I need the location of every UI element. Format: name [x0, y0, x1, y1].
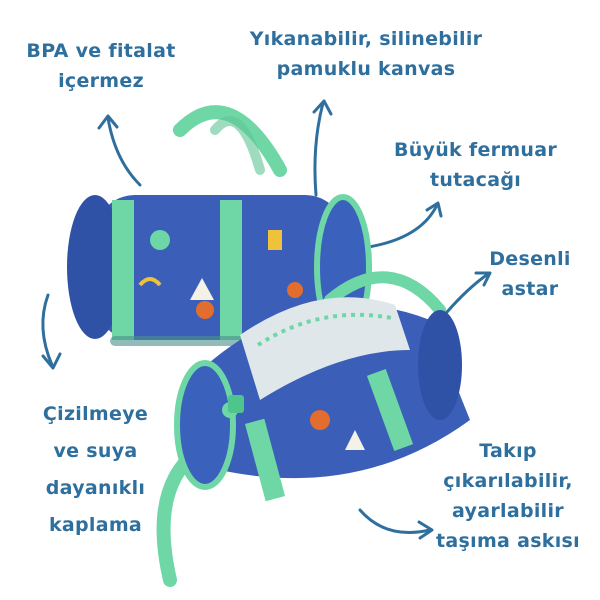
- callout-washable-line-1: Yıkanabilir, silinebilir: [249, 28, 483, 50]
- callout-coating-line-3: dayanıklı: [45, 477, 146, 499]
- callout-strap-line-4: taşıma askısı: [436, 530, 580, 552]
- callout-coating-line-1: Çizilmeye: [42, 403, 149, 425]
- callout-bpa-line-1: BPA ve fitalat: [26, 40, 176, 62]
- callout-coating: Çizilmeye ve suya dayanıklı kaplama: [8, 396, 183, 544]
- callout-washable-line-2: pamuklu kanvas: [276, 58, 456, 80]
- arrow-coating: [41, 293, 54, 367]
- arrow-coating-head: [41, 352, 62, 370]
- callout-coating-line-2: ve suya: [53, 440, 138, 462]
- arrow-zipper-head: [425, 201, 443, 218]
- arrow-bpa-head: [97, 114, 119, 130]
- callout-lining: Desenli astar: [480, 244, 580, 304]
- callout-lining-line-2: astar: [501, 278, 559, 300]
- arrow-strap: [358, 508, 432, 534]
- callout-bpa-line-2: içermez: [58, 70, 144, 92]
- callout-bpa: BPA ve fitalat içermez: [6, 36, 196, 96]
- callout-arrows: [41, 99, 492, 540]
- callout-zipper-line-1: Büyük fermuar: [393, 139, 558, 161]
- callout-zipper: Büyük fermuar tutacağı: [388, 135, 563, 195]
- arrow-lining-head: [474, 271, 492, 287]
- callout-lining-line-1: Desenli: [489, 248, 571, 270]
- arrow-bpa: [106, 116, 142, 187]
- duffel-bag-front: [156, 271, 470, 587]
- callout-strap-line-1: Takıp: [479, 440, 537, 462]
- callout-strap-line-2: çıkarılabilir,: [443, 470, 573, 492]
- callout-zipper-line-2: tutacağı: [429, 169, 522, 191]
- callout-strap: Takıp çıkarılabilir, ayarlabilir taşıma …: [428, 436, 588, 556]
- arrow-zipper: [360, 203, 439, 250]
- arrow-strap-head: [417, 520, 434, 540]
- arrow-washable-head: [312, 99, 333, 116]
- arrow-washable: [313, 101, 325, 197]
- arrow-lining: [445, 272, 490, 314]
- callout-washable: Yıkanabilir, silinebilir pamuklu kanvas: [226, 24, 506, 84]
- callout-strap-line-3: ayarlabilir: [452, 500, 564, 522]
- callout-coating-line-4: kaplama: [48, 514, 143, 536]
